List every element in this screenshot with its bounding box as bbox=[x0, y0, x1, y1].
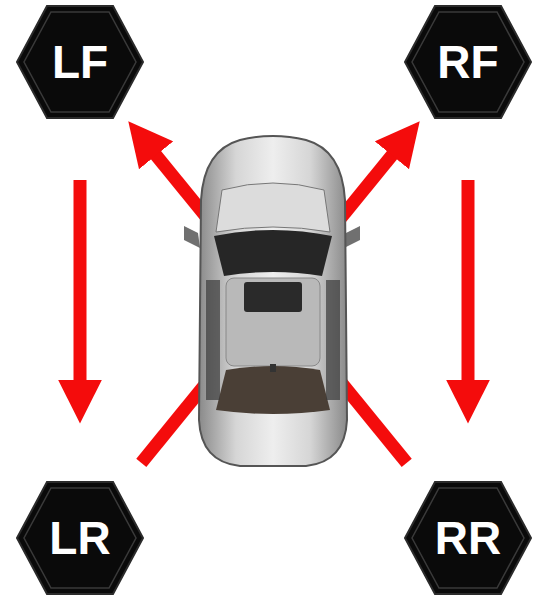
antenna bbox=[270, 364, 276, 372]
sunroof bbox=[244, 282, 302, 312]
wheel-position-hexagon: LF bbox=[15, 4, 145, 120]
rear-window bbox=[216, 366, 330, 414]
hood bbox=[216, 183, 330, 232]
rotation-arrow bbox=[74, 180, 87, 384]
car-shell bbox=[199, 136, 347, 466]
side-window bbox=[326, 280, 340, 400]
wheel-position-hexagon: RR bbox=[403, 480, 533, 596]
wheel-label: RR bbox=[435, 515, 501, 561]
wheel-label: LF bbox=[52, 39, 108, 85]
rotation-arrow bbox=[462, 180, 475, 384]
roof bbox=[226, 278, 320, 366]
side-window bbox=[206, 280, 220, 400]
wheel-position-hexagon: LR bbox=[15, 480, 145, 596]
wheel-label: RF bbox=[437, 39, 498, 85]
mirror bbox=[184, 226, 200, 248]
car-body bbox=[184, 136, 360, 466]
wheel-label: LR bbox=[49, 515, 110, 561]
wheel-position-hexagon: RF bbox=[403, 4, 533, 120]
windshield bbox=[214, 230, 332, 276]
